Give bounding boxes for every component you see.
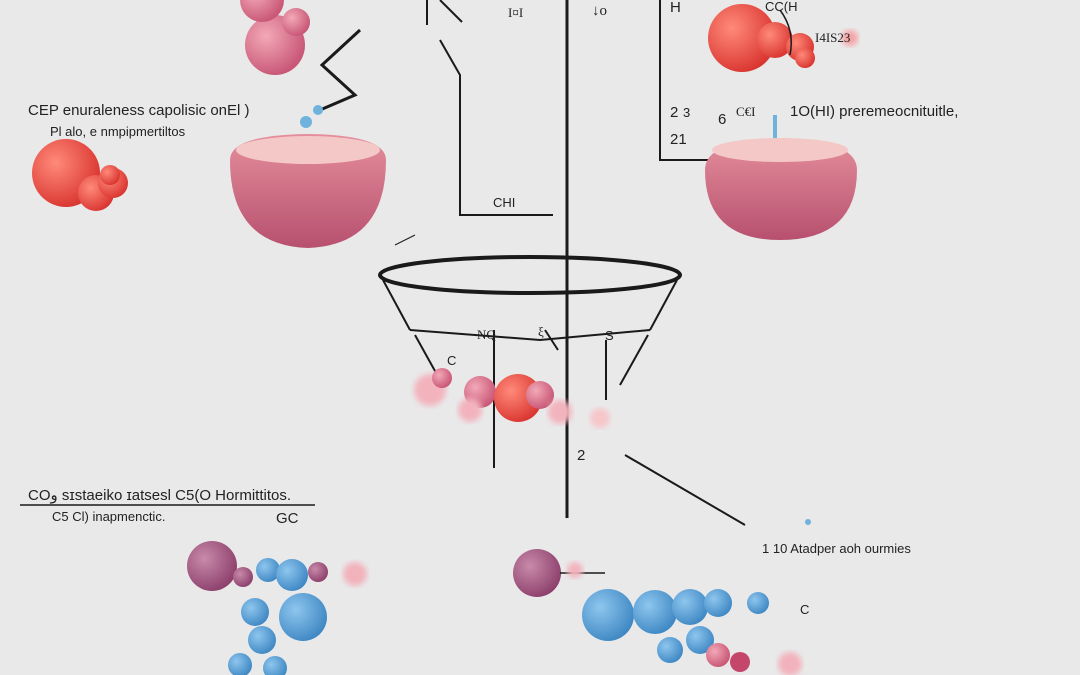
funnel-molecule-cluster bbox=[414, 368, 610, 428]
bottom-left-molecule bbox=[187, 541, 367, 675]
top-right-c-label: CC(H bbox=[765, 0, 798, 14]
bottom-right-molecule bbox=[513, 519, 811, 675]
right-flask bbox=[705, 115, 857, 240]
left-red-molecule bbox=[32, 139, 128, 211]
bottom-left-label-line1: COو sɪstaeiko ɪatsesl C5(O Hormittitos. bbox=[28, 487, 291, 504]
funnel bbox=[378, 234, 682, 468]
axis-number-label: 2 bbox=[577, 447, 586, 464]
top-left-label-line1: CEP enuraleness capolisic onEl ) bbox=[28, 102, 250, 119]
top-center-label-2: ↓o bbox=[592, 3, 607, 19]
right-number-21: 21 bbox=[670, 131, 687, 148]
right-number-2: 2 bbox=[670, 104, 679, 121]
right-number-6: 6 bbox=[718, 111, 727, 128]
top-left-pink-molecule bbox=[240, 0, 323, 128]
top-right-h-label: H bbox=[670, 0, 681, 16]
top-right-code-label: I4IS23 bbox=[815, 30, 851, 45]
left-diagonal-line bbox=[439, 0, 463, 23]
bottom-gc-label: GC bbox=[276, 510, 299, 527]
zigzag-bond bbox=[319, 28, 362, 112]
funnel-n-label: NQ bbox=[477, 327, 496, 342]
center-ch-label: CHI bbox=[493, 195, 516, 210]
left-flask bbox=[230, 134, 386, 248]
bottom-right-small-label: C bbox=[800, 602, 810, 617]
top-left-label-line2: Pl alo, e nmpipmertiltos bbox=[50, 124, 186, 139]
right-number-3: 3 bbox=[683, 105, 691, 120]
right-ch-label: C€I bbox=[736, 104, 756, 119]
right-red-molecule bbox=[708, 4, 858, 72]
left-frame-line bbox=[439, 39, 553, 216]
bottom-left-label-line2: C5 Cl) inapmenctic. bbox=[52, 509, 166, 524]
right-description-label: 1O(HI) preremeocnituitle, bbox=[790, 103, 959, 120]
funnel-s-label: S bbox=[605, 328, 614, 343]
funnel-mid-label: ξ bbox=[538, 324, 544, 339]
bottom-right-label: 1 10 Atadper aoh ourmies bbox=[762, 541, 911, 556]
funnel-c-label: C bbox=[447, 353, 457, 368]
top-center-label-1: I¤I bbox=[508, 5, 524, 20]
pointer-line bbox=[624, 454, 746, 526]
